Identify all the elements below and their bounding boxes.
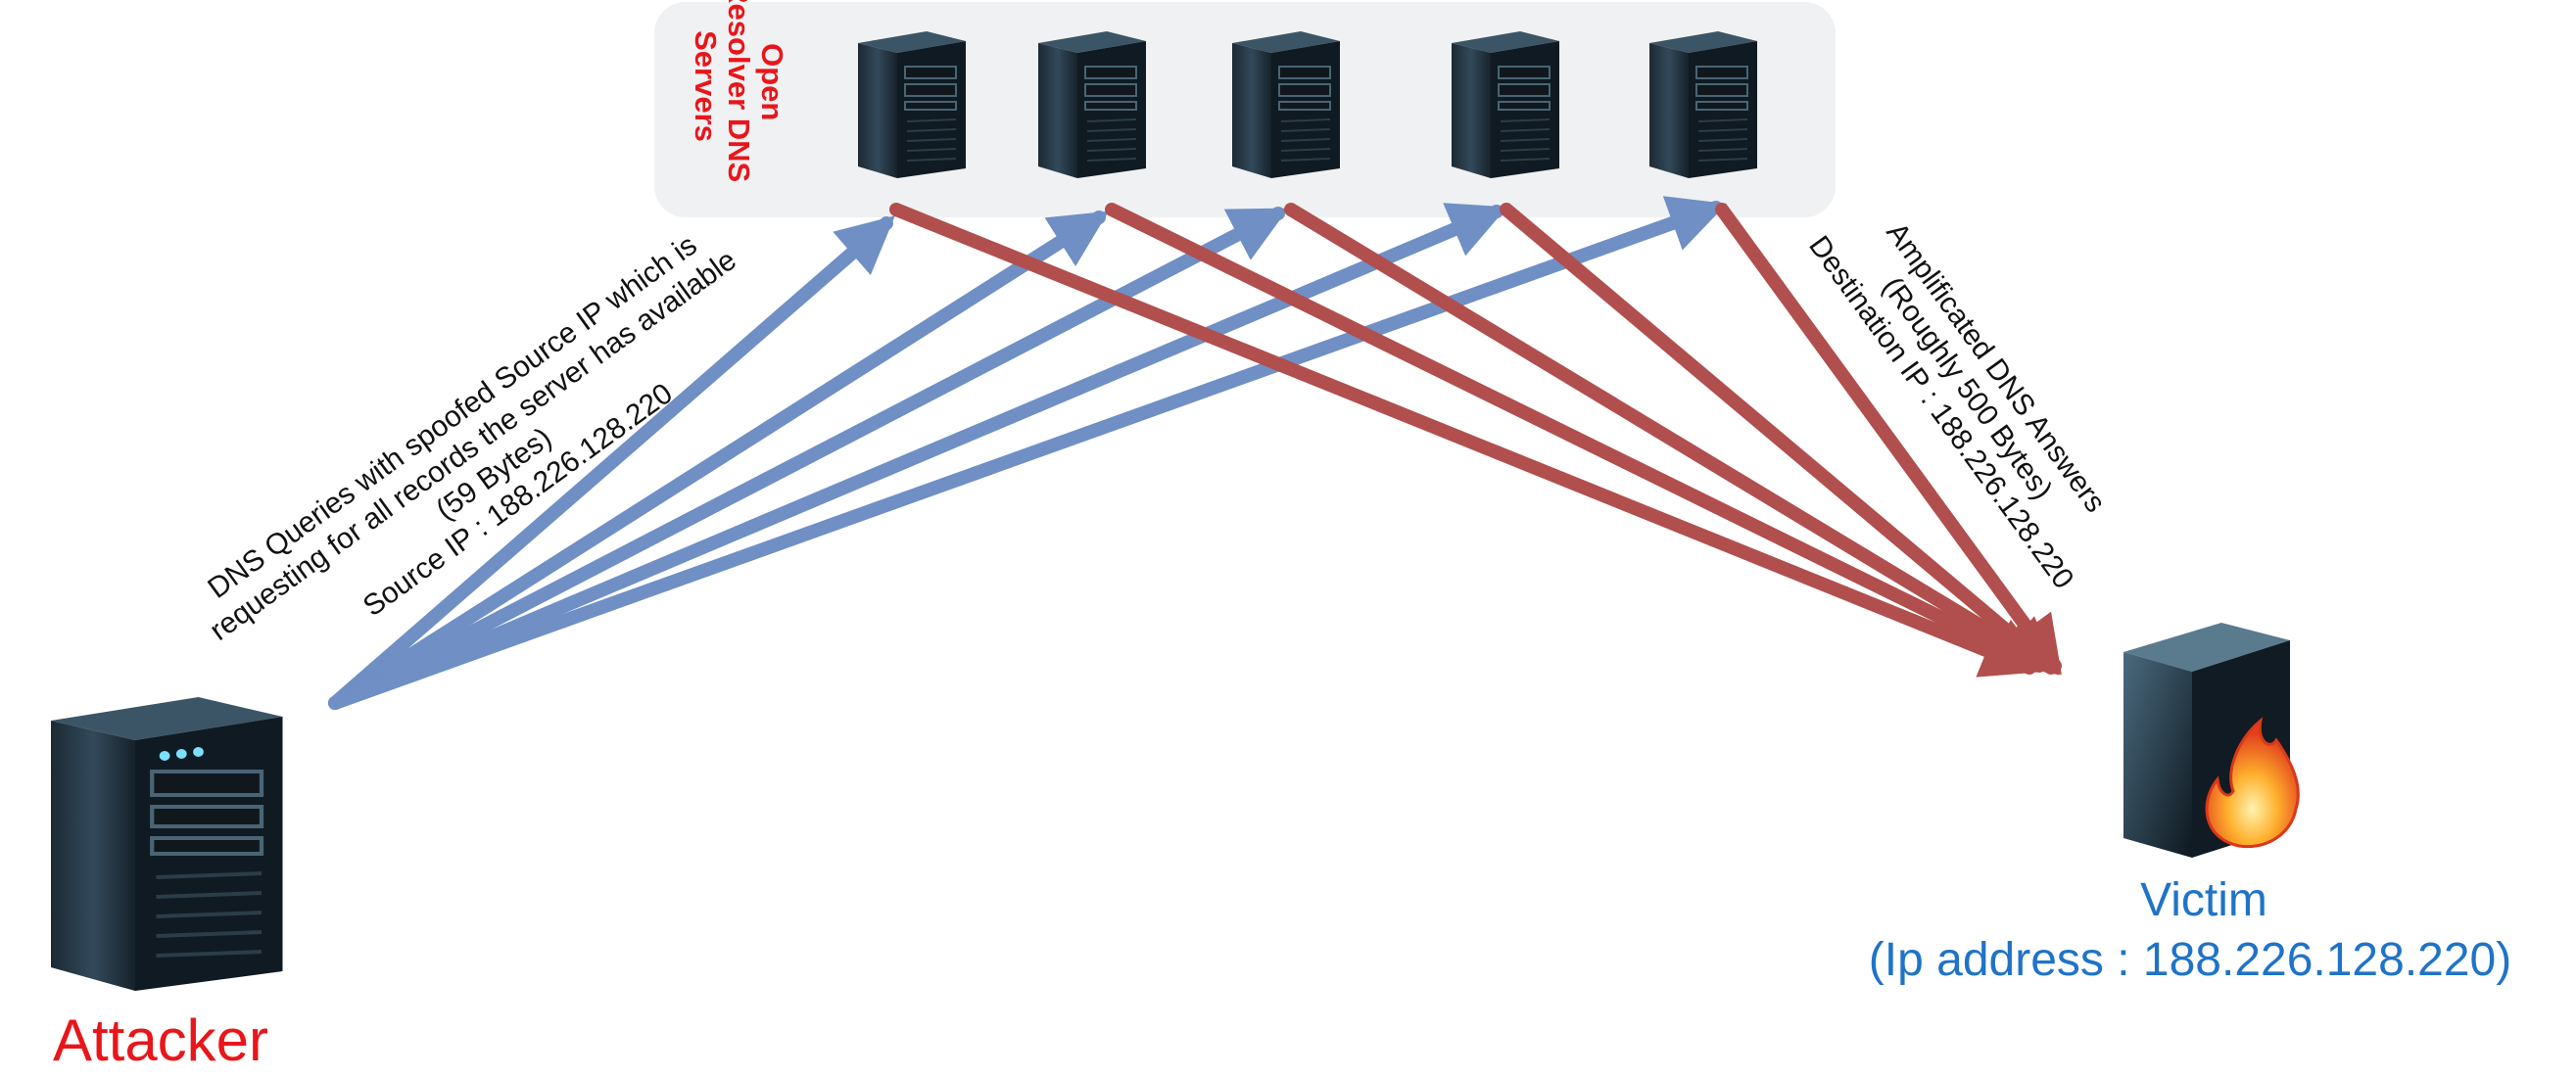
attacker-server-icon <box>51 697 283 991</box>
query-arrow-4 <box>328 203 1507 710</box>
query-arrow-2 <box>328 211 1109 710</box>
attacker-label: Attacker <box>53 1007 268 1073</box>
answer-arrow-2 <box>1105 203 2050 673</box>
query-arrow-1 <box>328 215 895 710</box>
dns-server-icon-2 <box>1037 30 1147 179</box>
answer-arrows <box>889 203 2062 678</box>
dns-group-label-line-1: Open <box>755 43 789 120</box>
answer-arrow-1 <box>889 203 2040 678</box>
victim-ip-label: (Ip address : 188.226.128.220) <box>1869 934 2511 986</box>
dns-server-icon-3 <box>1231 30 1341 179</box>
dns-server-icon-4 <box>1451 30 1560 179</box>
dns-server-group-label: Open Resolver DNS Servers <box>689 0 789 191</box>
answer-arrow-4 <box>1500 203 2060 676</box>
dns-server-icon-5 <box>1648 30 1758 179</box>
answer-arrow-3 <box>1284 203 2058 673</box>
victim-label: Victim <box>2140 874 2267 926</box>
dns-group-label-line-3: Servers <box>689 30 723 142</box>
query-arrow-5 <box>328 196 1728 710</box>
answer-arrow-5 <box>1715 203 2062 676</box>
victim-firewall-icon <box>2123 623 2300 858</box>
dns-group-label-line-2: Resolver DNS <box>722 0 756 182</box>
dns-server-icon-1 <box>857 30 967 179</box>
fire-icon <box>2205 717 2300 849</box>
